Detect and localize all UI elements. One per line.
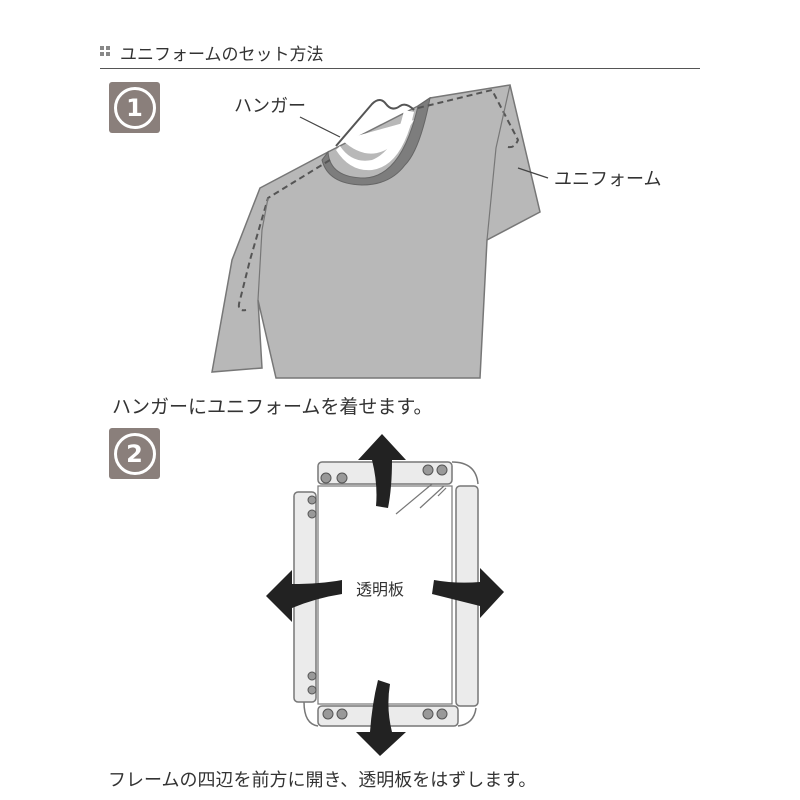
arrow-up-icon [358,434,406,508]
uniform-label: ユニフォーム [554,169,662,190]
step-2-badge: 2 [109,428,160,479]
open-arrows [266,434,504,756]
arrow-right-icon [432,568,504,618]
display-frame [293,461,479,727]
panel-label: 透明板 [356,580,405,599]
arrow-down-icon [356,680,406,756]
step-2-number: 2 [113,432,156,475]
arrow-left-icon [266,570,342,622]
grid-bullet-icon [100,46,110,56]
hanger-icon [335,99,415,147]
step-1-caption: ハンガーにユニフォームを着せます。 [112,396,433,418]
section-header: ユニフォームのセット方法 [100,38,700,69]
uniform-shirt [211,84,541,379]
hanger-label: ハンガー [234,96,306,117]
collar [321,96,431,186]
step-2-caption: フレームの四辺を前方に開き、透明板をはずします。 [108,770,537,791]
section-title: ユニフォームのセット方法 [120,45,324,65]
step-1-badge: 1 [109,82,160,133]
step-1-number: 1 [113,86,156,129]
